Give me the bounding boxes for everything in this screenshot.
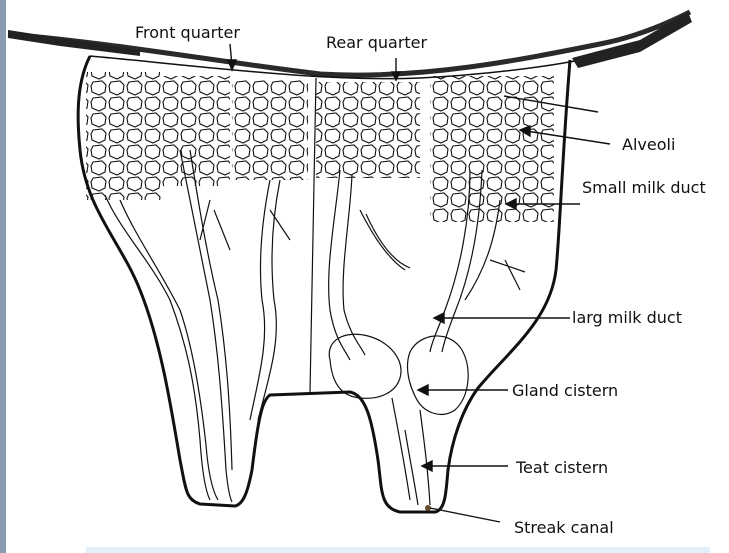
center-divider bbox=[310, 78, 316, 392]
alveoli-cluster-1 bbox=[86, 72, 162, 200]
alveoli-cluster-2 bbox=[160, 76, 230, 186]
label-streak-canal: Streak canal bbox=[514, 518, 614, 537]
label-large-milk-duct: larg milk duct bbox=[572, 308, 682, 327]
left-patch bbox=[8, 30, 140, 56]
label-alveoli: Alveoli bbox=[622, 135, 675, 154]
alveoli-cluster-3 bbox=[232, 80, 308, 180]
label-front-quarter: Front quarter bbox=[135, 23, 240, 42]
label-small-milk-duct: Small milk duct bbox=[582, 178, 706, 197]
label-teat-cistern: Teat cistern bbox=[515, 458, 608, 477]
label-gland-cistern: Gland cistern bbox=[512, 381, 618, 400]
alveoli-cluster-4 bbox=[316, 82, 420, 178]
alveoli-cluster-5 bbox=[430, 76, 554, 222]
label-rear-quarter: Rear quarter bbox=[326, 33, 428, 52]
right-patch bbox=[572, 12, 692, 68]
front-duct-system bbox=[105, 150, 290, 502]
